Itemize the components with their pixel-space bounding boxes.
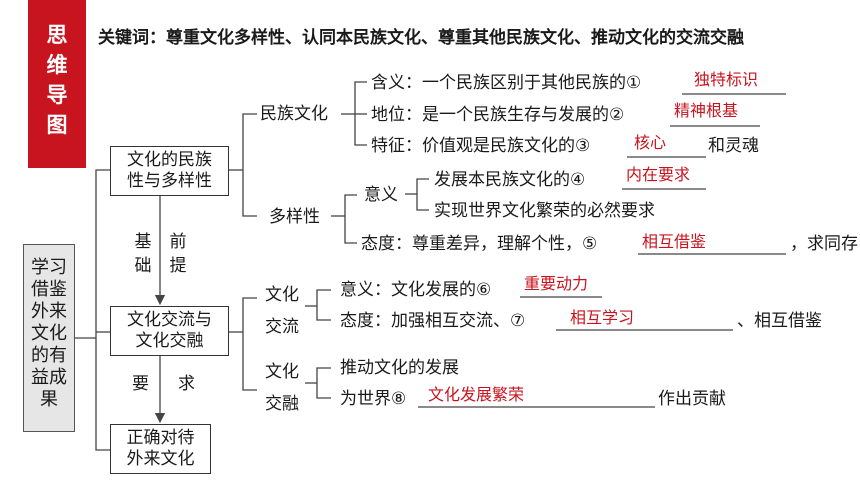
exchange-significance: 意义：文化发展的⑥	[340, 280, 492, 300]
diversity-significance-2: 实现世界文化繁荣的必然要求	[434, 201, 655, 221]
keywords-line: 关键词：尊重文化多样性、认同本民族文化、尊重其他民族文化、推动文化的交流交融	[98, 28, 744, 48]
integration-item-1: 推动文化的发展	[340, 358, 459, 378]
integration-item-2-suffix: 作出贡献	[658, 389, 726, 409]
answer-6: 重要动力	[524, 274, 589, 293]
node-treat-foreign-culture: 正确对待 外来文化	[110, 424, 211, 474]
minzu-item-meaning: 含义：一个民族区别于其他民族的①	[371, 73, 642, 93]
minzu-item-feature: 特征：价值观是民族文化的③	[371, 136, 591, 156]
answer-4: 内在要求	[626, 165, 691, 184]
mind-map-badge: 思 维 导 图	[28, 0, 86, 168]
exchange-attitude: 态度：加强相互交流、⑦	[340, 311, 526, 331]
arrow1-left-label: 基础	[134, 232, 152, 276]
label-national-culture: 民族文化	[260, 104, 328, 124]
node-nationality-diversity: 文化的民族 性与多样性	[110, 146, 229, 196]
diversity-attitude-suffix: ，求同存	[790, 234, 858, 254]
answer-7: 相互学习	[570, 308, 635, 327]
arrow1-right-label: 前提	[169, 232, 187, 276]
label-significance: 意义	[364, 185, 398, 205]
answer-2: 精神根基	[674, 101, 739, 120]
answer-5: 相互借鉴	[642, 232, 707, 251]
label-cultural-integration: 文化 交融	[265, 362, 299, 414]
minzu-item-feature-suffix: 和灵魂	[708, 136, 759, 156]
node-exchange-integration: 文化交流与 文化交融	[110, 306, 229, 356]
answer-1: 独特标识	[694, 70, 759, 89]
diversity-significance-1: 发展本民族文化的④	[434, 170, 586, 190]
exchange-attitude-suffix: 、相互借鉴	[737, 311, 822, 331]
arrow2-left-label: 要	[132, 374, 149, 394]
integration-item-2: 为世界⑧	[340, 389, 407, 409]
arrow2-right-label: 求	[178, 374, 195, 394]
label-diversity: 多样性	[269, 207, 320, 227]
minzu-item-status: 地位：是一个民族生存与发展的②	[371, 105, 625, 125]
answer-8: 文化发展繁荣	[428, 385, 525, 404]
label-cultural-exchange: 文化 交流	[265, 285, 299, 337]
answer-3: 核心	[634, 133, 667, 152]
diversity-attitude: 态度：尊重差异，理解个性，⑤	[361, 234, 598, 254]
root-node: 学习 借鉴 外来 文化 的有 益成 果	[23, 244, 75, 432]
